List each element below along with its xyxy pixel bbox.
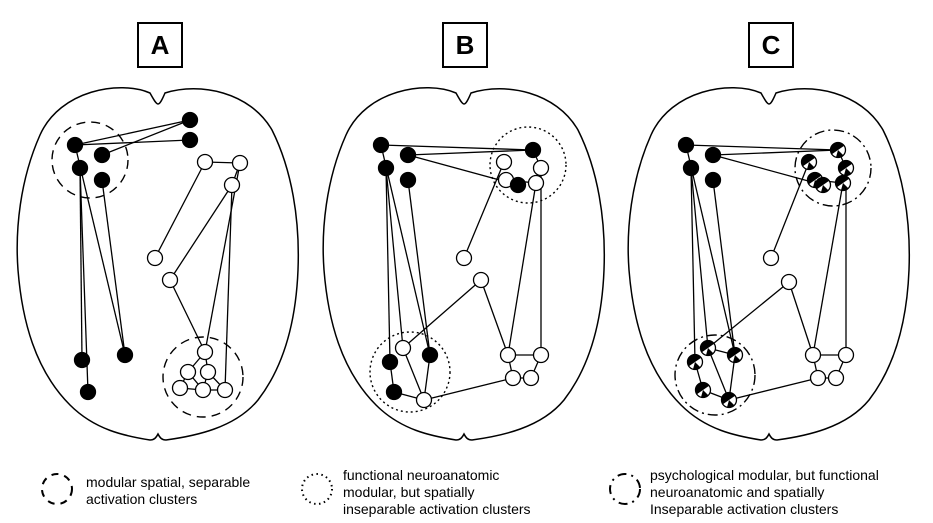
legend-line: activation clusters xyxy=(86,491,250,508)
activation-node-filled xyxy=(383,355,398,370)
connection-line xyxy=(481,280,508,355)
legend-line: modular, but spatially xyxy=(343,484,531,501)
connection-line xyxy=(708,348,729,400)
connection-line xyxy=(170,185,232,280)
legend-line: inseparable activation clusters xyxy=(343,501,531,518)
legend-line: psychological modular, but functional xyxy=(650,467,879,484)
connection-line xyxy=(729,378,818,400)
connection-line xyxy=(102,180,125,355)
connection-line xyxy=(424,378,513,400)
activation-node-filled xyxy=(118,348,133,363)
activation-node-filled xyxy=(401,173,416,188)
activation-node-open xyxy=(811,371,826,386)
connection-line xyxy=(813,183,843,355)
activation-node-open xyxy=(806,348,821,363)
activation-node-open xyxy=(524,371,539,386)
activation-node-filled xyxy=(75,353,90,368)
connection-line xyxy=(408,150,533,155)
activation-node-filled xyxy=(68,138,83,153)
panel-label-a: A xyxy=(137,22,183,68)
activation-node-filled xyxy=(183,133,198,148)
activation-node-filled xyxy=(679,138,694,153)
activation-node-open xyxy=(457,251,472,266)
activation-node-open xyxy=(529,176,544,191)
legend-line: neuroanatomic and spatially xyxy=(650,484,879,501)
activation-node-filled xyxy=(387,385,402,400)
connection-line xyxy=(408,180,430,355)
activation-node-open xyxy=(196,383,211,398)
activation-node-half-filled xyxy=(698,338,716,356)
activation-node-half-filled xyxy=(799,152,817,170)
legend-text-psychological-modular: psychological modular, but functional ne… xyxy=(650,467,879,518)
activation-node-open xyxy=(534,161,549,176)
panel-label-b: B xyxy=(442,22,488,68)
activation-node-filled xyxy=(81,385,96,400)
activation-node-filled xyxy=(374,138,389,153)
activation-node-half-filled xyxy=(685,352,703,370)
connection-line xyxy=(508,183,536,355)
activation-node-open xyxy=(506,371,521,386)
activation-node-open xyxy=(534,348,549,363)
activation-node-filled xyxy=(706,173,721,188)
activation-node-open xyxy=(839,348,854,363)
activation-node-filled xyxy=(706,148,721,163)
activation-node-filled xyxy=(73,161,88,176)
activation-node-half-filled xyxy=(719,390,737,408)
activation-node-half-filled xyxy=(836,158,854,176)
legend-text-functional-neuroanatomic: functional neuroanatomic modular, but sp… xyxy=(343,467,531,518)
activation-node-filled xyxy=(511,178,526,193)
activation-node-open xyxy=(764,251,779,266)
activation-node-half-filled xyxy=(693,380,711,398)
brain-panel-b xyxy=(323,88,604,440)
activation-node-open xyxy=(829,371,844,386)
connection-line xyxy=(155,162,205,258)
activation-node-open xyxy=(218,383,233,398)
cluster-circle-dashed xyxy=(52,122,128,198)
legend-line: functional neuroanatomic xyxy=(343,467,531,484)
activation-node-filled xyxy=(684,161,699,176)
activation-node-filled xyxy=(183,113,198,128)
connection-line xyxy=(102,120,190,155)
activation-node-open xyxy=(201,365,216,380)
activation-node-filled xyxy=(401,148,416,163)
brain-panel-c xyxy=(628,88,909,440)
activation-node-open xyxy=(163,273,178,288)
activation-node-filled xyxy=(526,143,541,158)
activation-nodes xyxy=(68,113,248,400)
panel-label-c: C xyxy=(748,22,794,68)
activation-node-half-filled xyxy=(725,345,743,363)
connection-line xyxy=(403,348,424,400)
activation-node-filled xyxy=(423,348,438,363)
activation-node-open xyxy=(173,381,188,396)
connection-line xyxy=(225,185,232,390)
connection-line xyxy=(713,150,838,155)
activation-node-filled xyxy=(379,161,394,176)
legend-line: modular spatial, separable xyxy=(86,474,250,491)
activation-node-filled xyxy=(95,173,110,188)
activation-node-open xyxy=(198,345,213,360)
activation-node-open xyxy=(198,155,213,170)
activation-node-open xyxy=(225,178,240,193)
legend-icon-dashdot-circle xyxy=(610,474,640,504)
activation-node-open xyxy=(181,365,196,380)
activation-node-open xyxy=(782,275,797,290)
brain-panel-a xyxy=(17,88,298,440)
activation-node-filled xyxy=(95,148,110,163)
activation-node-open xyxy=(417,393,432,408)
activation-node-open xyxy=(396,341,411,356)
activation-nodes xyxy=(374,138,549,408)
legend-icon-dashed-circle xyxy=(42,474,72,504)
connection-line xyxy=(170,280,205,352)
activation-node-open xyxy=(148,251,163,266)
activation-node-open xyxy=(501,348,516,363)
activation-node-open xyxy=(233,156,248,171)
activation-node-open xyxy=(474,273,489,288)
activation-node-open xyxy=(497,155,512,170)
activation-node-half-filled xyxy=(828,140,846,158)
connection-line xyxy=(789,282,813,355)
legend-icon-dotted-circle xyxy=(302,474,332,504)
legend-text-modular-spatial: modular spatial, separable activation cl… xyxy=(86,474,250,508)
legend-line: Inseparable activation clusters xyxy=(650,501,879,518)
